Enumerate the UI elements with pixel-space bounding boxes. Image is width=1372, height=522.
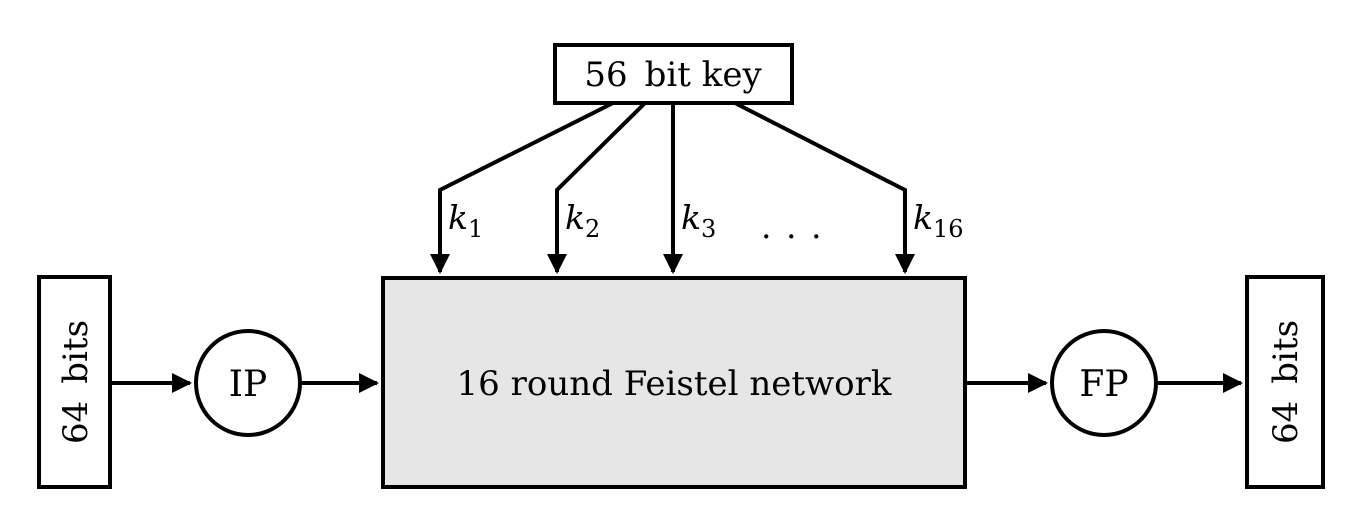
key-box-label: 56 bit key: [584, 55, 762, 95]
key-box: [553, 43, 794, 105]
subkey-arrow-k2: [547, 101, 647, 274]
subkey-arrow-k1: [430, 101, 614, 274]
subkey-ellipsis: . . .: [761, 207, 823, 246]
subkey-label-k3: k3: [681, 198, 716, 243]
input-bits-box: [37, 275, 112, 489]
feistel-box-label: 16 round Feistel network: [457, 364, 892, 404]
subkey-label-k16: k16: [913, 198, 964, 243]
output-bits-label: 64 bits: [1266, 320, 1306, 444]
subkey-label-k2: k2: [565, 198, 600, 243]
output-bits-box: [1245, 275, 1325, 489]
subkey-arrow-k16: [734, 101, 915, 274]
input-bits-label: 64 bits: [56, 320, 96, 444]
subkey-label-k1: k1: [448, 198, 483, 243]
ip-label: IP: [229, 364, 267, 405]
fp-label: FP: [1079, 364, 1128, 405]
